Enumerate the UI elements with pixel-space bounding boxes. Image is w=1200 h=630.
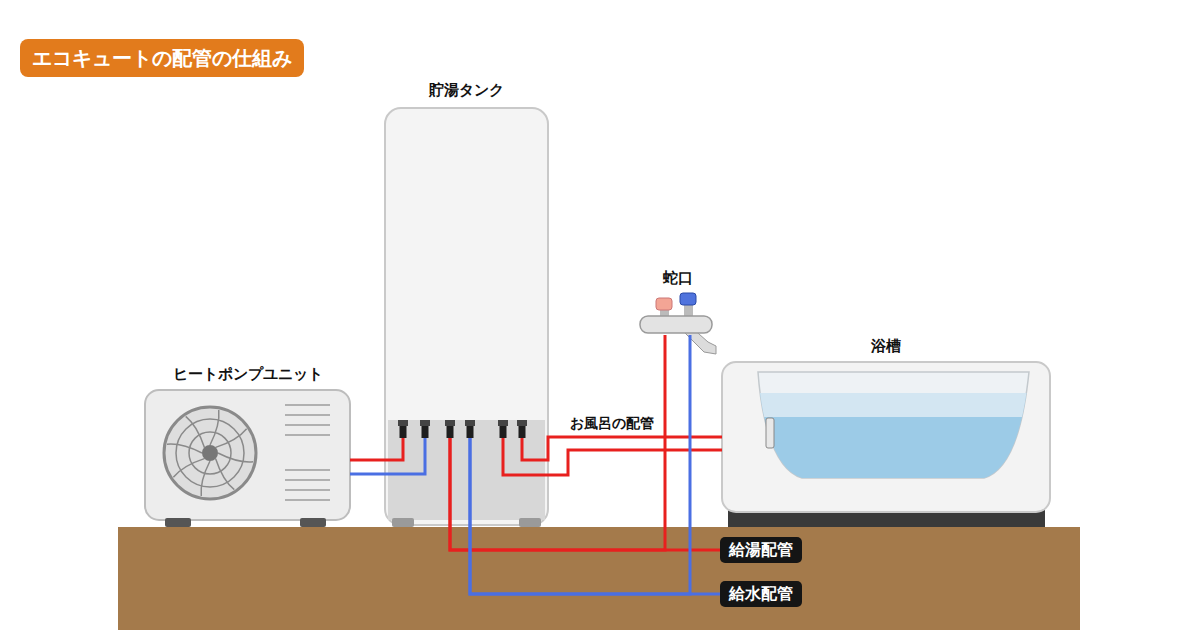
bathtub [740, 393, 1040, 483]
fan-grille [216, 429, 247, 448]
vent-grille [285, 489, 330, 491]
fan-grille [201, 461, 210, 496]
bathtub [740, 393, 1040, 483]
pipe-nozzle [517, 420, 527, 426]
pipe-nozzle [500, 426, 507, 438]
vent-grille [285, 469, 330, 471]
unit-label: ヒートポンプユニット [173, 364, 323, 384]
tank-body [385, 108, 548, 525]
heat-pump-body [189, 432, 231, 474]
heat-pump-body [145, 390, 350, 520]
pipe-nozzle [519, 426, 526, 438]
pipe-nozzle [498, 420, 508, 426]
heat-pump-body [165, 518, 191, 527]
pipe-nozzle [445, 420, 455, 426]
heat-pump-body [202, 445, 218, 461]
tank-body [388, 420, 545, 520]
water-pipe [350, 420, 425, 474]
pipe-nozzle [400, 426, 407, 438]
faucet-body [640, 293, 716, 354]
vent-grille [285, 479, 330, 481]
unit-label: 貯湯タンク [429, 80, 504, 100]
heat-pump-body [300, 518, 326, 527]
unit-label: 浴槽 [871, 336, 901, 356]
title-badge: エコキュートの配管の仕組み [20, 39, 304, 77]
heat-pump-unit: ヒートポンプユニット [145, 392, 350, 520]
faucet-body [640, 316, 712, 333]
water-pipe [450, 420, 720, 550]
pipe-badge: 給水配管 [720, 581, 802, 607]
heat-pump-body [145, 390, 350, 527]
vent-grille [285, 404, 330, 406]
pipe-nozzle [422, 426, 429, 438]
water-pipe [470, 335, 690, 594]
fan-grille [186, 416, 205, 447]
faucet-body [656, 298, 672, 310]
pipe-label: お風呂の配管 [567, 414, 657, 432]
pipe-nozzle [420, 420, 430, 426]
unit-label: 蛇口 [663, 268, 693, 288]
bathtub [766, 418, 774, 448]
pipe-nozzle [398, 420, 408, 426]
pipe-nozzle [465, 420, 475, 426]
pipe-nozzle [398, 420, 527, 438]
heat-pump-body [176, 419, 244, 487]
vent-grille [285, 405, 330, 500]
fan-grille [216, 459, 235, 490]
bathtub [722, 362, 1050, 527]
pipe-nozzle [447, 426, 454, 438]
water-pipe [350, 420, 403, 460]
heat-pump-body [164, 407, 256, 499]
tank-body [392, 518, 414, 527]
pipe-label: 給湯配管 [729, 540, 793, 560]
vent-grille [285, 434, 330, 436]
fan-grille [218, 453, 253, 462]
pipe-badge: 給湯配管 [720, 537, 802, 563]
ground [118, 527, 1080, 630]
fan-grille [167, 410, 253, 496]
vent-grille [285, 424, 330, 426]
tank-body [385, 108, 548, 527]
tank-body [519, 518, 541, 527]
vent-grille [285, 414, 330, 416]
water-pipe [450, 335, 665, 550]
tank-unit: 貯湯タンク [385, 108, 548, 420]
bathtub [740, 393, 1040, 417]
faucet: 蛇口 [640, 300, 715, 335]
water-pipe [470, 420, 720, 594]
pipe-label: 給水配管 [729, 584, 793, 604]
bathtub-unit: 浴槽 [722, 362, 1050, 522]
fan-grille [173, 459, 204, 478]
bathtub [722, 362, 1050, 512]
faucet-body [680, 293, 696, 305]
vent-grille [285, 499, 330, 501]
pipe-nozzle [467, 426, 474, 438]
fan-grille [167, 444, 202, 453]
fan-grille [210, 410, 219, 445]
